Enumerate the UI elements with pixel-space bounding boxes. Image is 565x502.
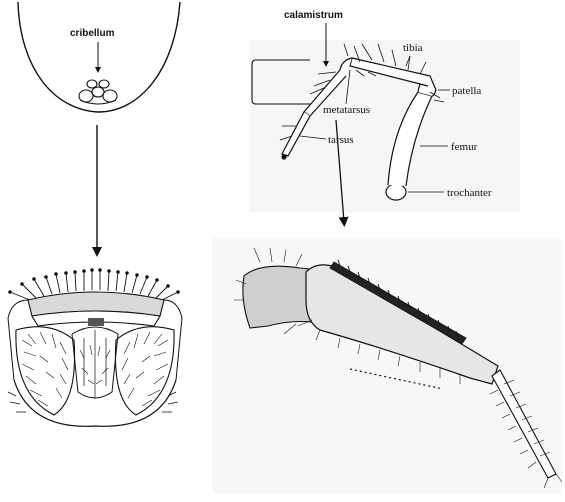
abdomen-outline	[18, 2, 180, 112]
tibia-label: tibia	[403, 42, 423, 54]
trochanter-label: trochanter	[447, 187, 492, 199]
cribellum-detail	[8, 269, 182, 427]
patella-label: patella	[452, 85, 481, 97]
tarsus-label: tarsus	[328, 134, 354, 146]
trochanter-segment	[386, 184, 406, 200]
calamistrum-label: calamistrum	[284, 10, 343, 21]
cribellum-label: cribellum	[70, 28, 115, 39]
calamistrum-detail	[212, 238, 562, 494]
leg-diagram: calamistrum tibia patella metat	[250, 10, 520, 212]
femur-label: femur	[451, 141, 478, 153]
metatarsus-label: metatarsus	[323, 104, 370, 116]
spinnerets	[79, 80, 117, 104]
abdomen-outline-group: cribellum	[18, 2, 180, 112]
